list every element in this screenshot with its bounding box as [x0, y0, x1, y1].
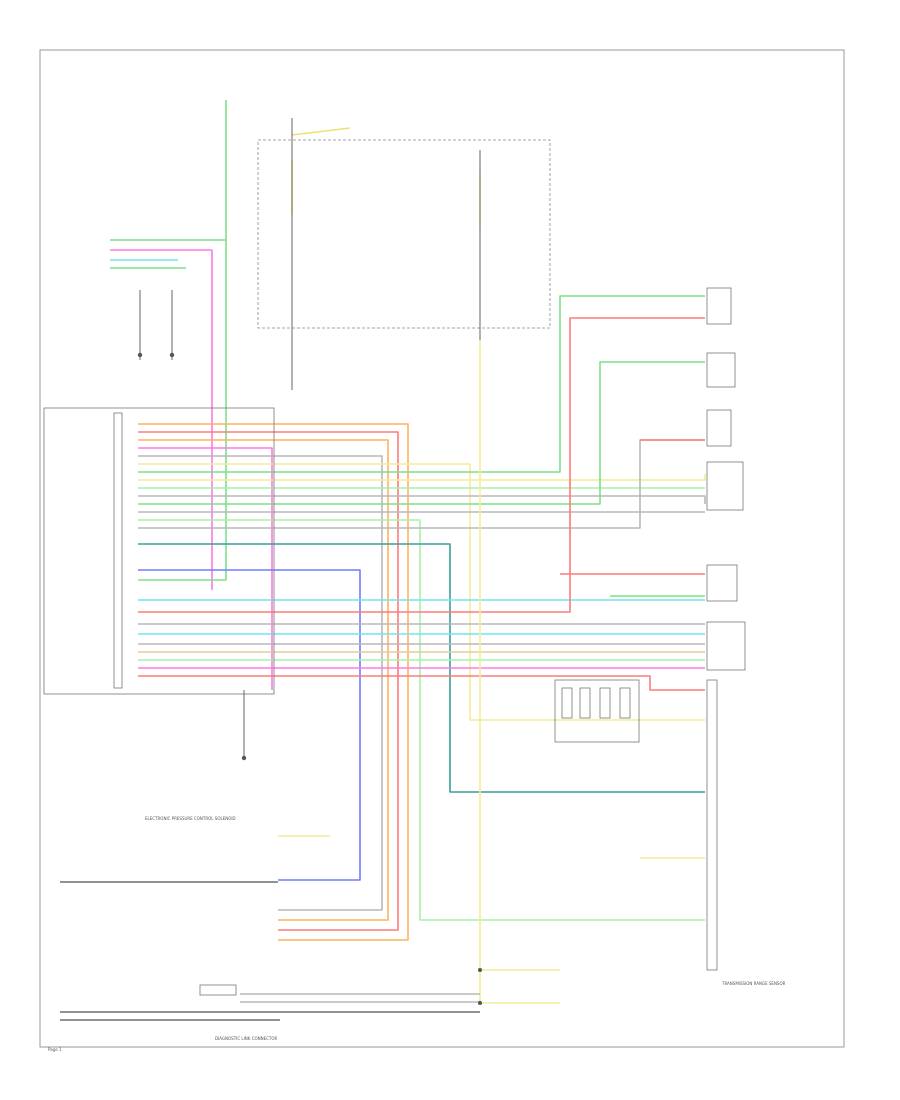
elec-pressure-label: ELECTRONIC PRESSURE CONTROL SOLENOID	[145, 816, 236, 821]
terminal-dots	[137, 352, 482, 1005]
splice-2	[478, 1001, 482, 1005]
wire-lightgreen-21	[138, 519, 705, 921]
wire-pink-12	[138, 447, 273, 690]
pcm-connector-shell	[43, 407, 275, 695]
solenoid-pack	[554, 679, 640, 743]
ground-point-1	[137, 352, 143, 358]
solenoid-4	[619, 687, 631, 719]
wire-red-26	[138, 317, 705, 613]
sheet-ref-label: Page 1	[48, 1047, 62, 1052]
tcc-solenoid-block	[706, 621, 746, 671]
solenoid-1	[561, 687, 573, 719]
wire-orange-11	[138, 439, 389, 921]
pcm-connector-block	[113, 412, 123, 689]
solenoid-2	[579, 687, 591, 719]
output-shaft-speed-sensor	[706, 287, 732, 325]
tr-sensor-label: TRANSMISSION RANGE SENSOR	[721, 981, 786, 986]
wire-paleyellow-14	[138, 463, 705, 721]
ground-point-3	[241, 755, 247, 761]
splice-1	[478, 968, 482, 972]
wire-gray-22	[138, 439, 705, 529]
wire-green-19	[138, 361, 705, 505]
wire-orange-9	[138, 423, 409, 941]
shift-solenoid-block	[706, 564, 738, 602]
wire-green-0	[110, 100, 227, 241]
wire-green-5	[138, 240, 227, 581]
brake-switch	[706, 409, 732, 447]
bottom-connector-label: DIAGNOSTIC LINK CONNECTOR	[215, 1036, 278, 1041]
wire-yellow-6	[291, 127, 351, 136]
coast-clutch-switch	[706, 461, 744, 511]
ground-point-2	[169, 352, 175, 358]
transmission-range-sensor	[706, 679, 718, 971]
diagnostic-link-connector	[199, 984, 237, 996]
wire-gray-18	[138, 495, 706, 504]
component-blocks	[43, 118, 746, 996]
wire-green-15	[138, 295, 705, 473]
solenoid-3	[599, 687, 611, 719]
wire-paleyellow-16	[138, 474, 706, 481]
power-distribution-box	[257, 139, 551, 329]
diagram-frame	[39, 49, 845, 1048]
wire-gray-13	[138, 455, 383, 911]
wire-red-10	[138, 431, 399, 931]
turbine-shaft-speed-sensor	[706, 352, 736, 388]
wire-layer	[60, 100, 706, 1021]
wire-blue-24	[138, 569, 361, 881]
wire-red-33	[138, 675, 705, 691]
